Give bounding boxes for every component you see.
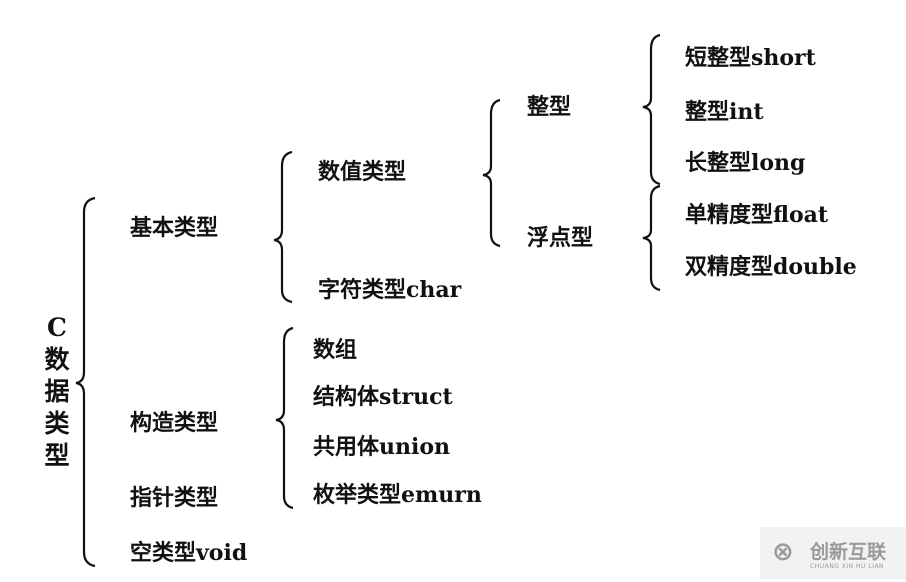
node-void-type: 空类型void [130, 540, 248, 566]
brace-basic [273, 150, 293, 304]
node-basic-type: 基本类型 [130, 215, 219, 241]
brace-integer [642, 33, 661, 186]
node-int: 整型int [685, 99, 764, 125]
brace-root [75, 196, 96, 568]
watermark-subtext: CHUANG XIN HU LIAN [810, 563, 885, 570]
watermark-logo-icon: ⊗ [772, 537, 794, 567]
node-char-type: 字符类型char [318, 277, 462, 303]
root-char: 类 [44, 409, 70, 438]
node-short: 短整型short [685, 45, 816, 71]
node-double: 双精度型double [685, 254, 857, 280]
node-numeric-type: 数值类型 [318, 159, 407, 185]
root-char: 据 [44, 377, 70, 406]
watermark-text: 创新互联 [810, 541, 887, 563]
node-floating: 浮点型 [527, 225, 594, 251]
node-long: 长整型long [685, 150, 806, 176]
node-union: 共用体union [313, 434, 451, 460]
node-struct: 结构体struct [313, 384, 453, 410]
node-integer: 整型 [527, 94, 572, 120]
node-constructed-type: 构造类型 [130, 410, 219, 436]
node-array: 数组 [313, 337, 358, 363]
root-char: 数 [44, 345, 70, 374]
brace-constructed [275, 326, 294, 510]
root-char: 型 [44, 441, 70, 470]
root-label: C 数 据 类 型 [40, 312, 74, 472]
node-enum: 枚举类型emurn [313, 482, 482, 508]
brace-numeric [482, 98, 501, 248]
watermark: ⊗ 创新互联 CHUANG XIN HU LIAN [760, 527, 906, 579]
node-pointer-type: 指针类型 [130, 485, 219, 511]
node-float: 单精度型float [685, 202, 829, 228]
brace-float [642, 184, 661, 292]
root-c: C [47, 313, 67, 342]
